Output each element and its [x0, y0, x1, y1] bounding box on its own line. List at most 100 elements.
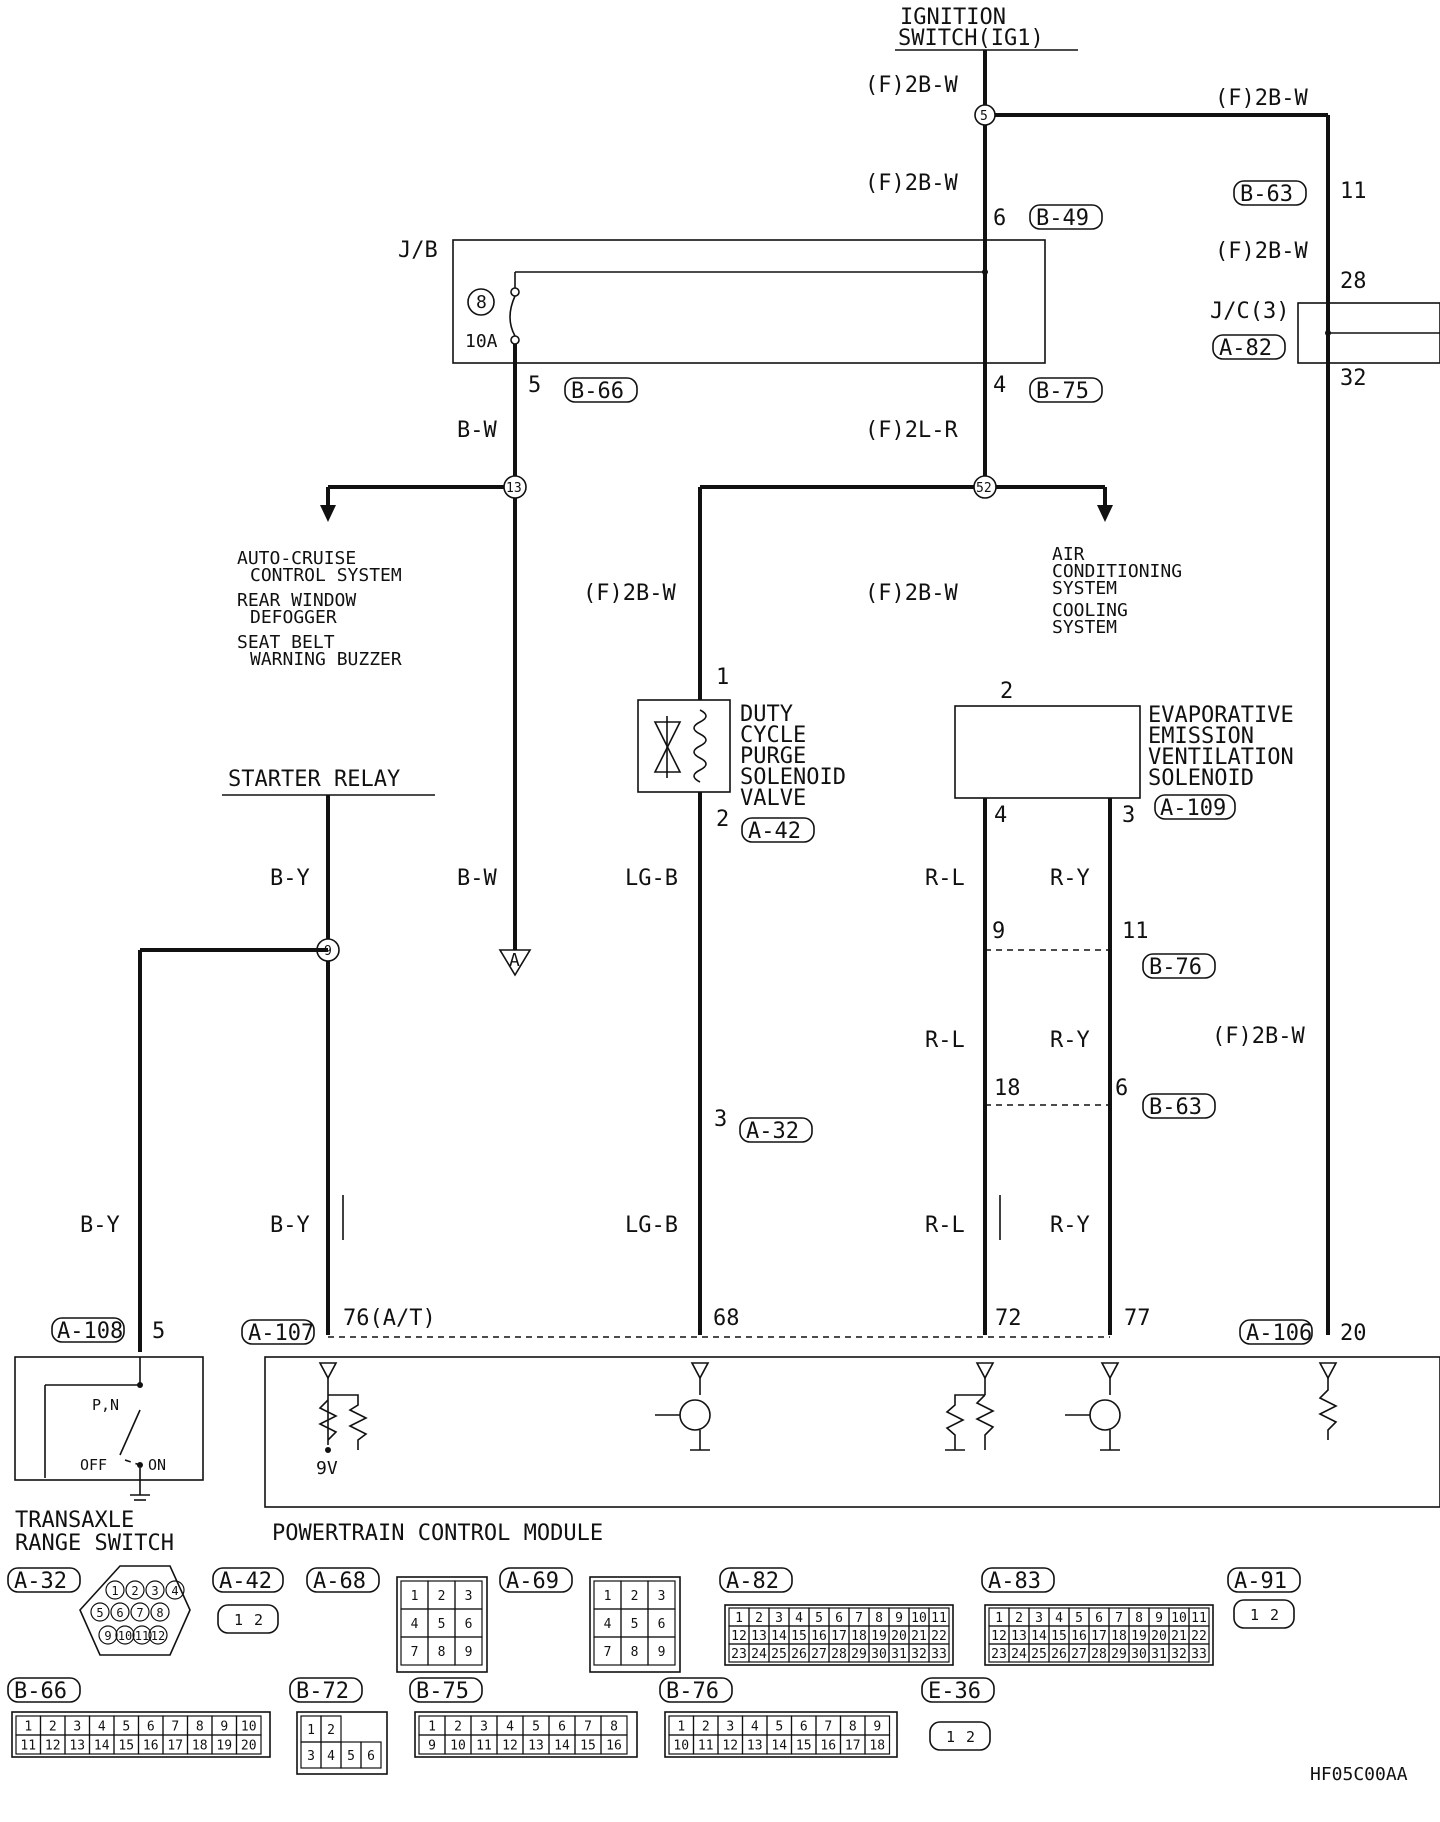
legend-a91: A-91 1 2 — [1227, 1567, 1301, 1629]
ground-a-symbol — [498, 949, 532, 977]
b72-pin: 5 — [347, 1749, 355, 1764]
b72-cell — [360, 1741, 382, 1769]
dest-auto-cruise: AUTO-CRUISE — [237, 548, 356, 569]
a83-pin: 27 — [1071, 1647, 1087, 1662]
b76-pin: 1 — [677, 1720, 685, 1735]
a32-pin-circle — [125, 1580, 145, 1600]
a83-pin: 3 — [1035, 1611, 1043, 1626]
wire-label-top: (F)2B-W — [865, 73, 958, 98]
a82-pin: 25 — [771, 1647, 787, 1662]
pin-4-b75: 4 — [993, 373, 1006, 398]
b75-pin: 13 — [528, 1739, 544, 1754]
ground-a-label: A — [509, 950, 520, 971]
pin-76-at: 76(A/T) — [343, 1306, 436, 1331]
wire-label-purge-feed: (F)2B-W — [583, 581, 676, 606]
tr-switch-dash — [124, 1459, 141, 1466]
ignition-switch-label-2: SWITCH(IG1) — [898, 26, 1044, 51]
a83-pin: 32 — [1171, 1647, 1187, 1662]
jb-label: J/B — [398, 238, 438, 263]
pcm-9v-dot — [325, 1447, 331, 1453]
document-code: HF05C00AA — [1310, 1764, 1408, 1785]
svg-text:B-66: B-66 — [14, 1679, 67, 1704]
a82-pin: 12 — [731, 1629, 747, 1644]
b76-pin: 14 — [771, 1739, 787, 1754]
a82-cell — [928, 1643, 950, 1663]
a32-pin: 9 — [104, 1629, 111, 1643]
a82-pin: 18 — [851, 1629, 867, 1644]
a32-pin: 3 — [151, 1584, 158, 1598]
a69-pin: 5 — [631, 1617, 639, 1632]
connector-a108: A-108 — [51, 1317, 125, 1344]
b76-pin: 6 — [800, 1720, 808, 1735]
a68-pin: 7 — [411, 1645, 419, 1660]
pcm-resistor-76a — [318, 1399, 338, 1441]
svg-text:A-82: A-82 — [1219, 336, 1272, 361]
svg-text:52: 52 — [976, 481, 992, 496]
wire-label-lgb-2: LG-B — [625, 1213, 678, 1238]
pin-4-a109: 4 — [994, 803, 1007, 828]
a82-pin: 7 — [855, 1611, 863, 1626]
a69-pin: 6 — [658, 1617, 666, 1632]
b75-pin: 7 — [584, 1720, 592, 1735]
b66-pin: 18 — [192, 1739, 208, 1754]
a69-pin: 8 — [631, 1645, 639, 1660]
b66-cell — [235, 1734, 262, 1755]
pcm-resistor-76b — [328, 1394, 368, 1450]
a82-pin: 27 — [811, 1647, 827, 1662]
svg-text:13: 13 — [506, 481, 522, 496]
wire-label-branch: (F)2B-W — [1215, 86, 1308, 111]
b66-pin: 6 — [147, 1720, 155, 1735]
connector-b63: B-63 — [1233, 180, 1307, 207]
purge-label-1: DUTY — [740, 702, 793, 727]
b76-pin: 2 — [702, 1720, 710, 1735]
b66-pin: 5 — [122, 1720, 130, 1735]
pcm-resistor-20 — [1318, 1378, 1338, 1440]
a32-pin-circle — [130, 1602, 150, 1622]
tr-switch-on: ON — [148, 1456, 166, 1474]
b76-pin: 12 — [722, 1739, 738, 1754]
b66-pin: 2 — [49, 1720, 57, 1735]
b76-pin: 9 — [873, 1720, 881, 1735]
a83-cell — [1188, 1643, 1210, 1663]
svg-text:B-76: B-76 — [666, 1679, 719, 1704]
svg-text:B-75: B-75 — [1036, 379, 1089, 404]
purge-label-2: CYCLE — [740, 723, 806, 748]
tr-switch-label-1: TRANSAXLE — [15, 1508, 134, 1533]
wire-label-by: B-Y — [270, 866, 310, 891]
a82-pin: 15 — [791, 1629, 807, 1644]
b75-cell — [600, 1734, 628, 1755]
dest-rear-window-2: DEFOGGER — [250, 607, 337, 628]
a69-pin: 7 — [604, 1645, 612, 1660]
a82-pin: 5 — [815, 1611, 823, 1626]
a68-pin: 1 — [411, 1589, 419, 1604]
a32-pin: 12 — [151, 1629, 165, 1643]
pcm-resistor-72 — [975, 1394, 995, 1450]
junction-52: 52 — [973, 475, 997, 499]
svg-text:A-109: A-109 — [1160, 796, 1226, 821]
connector-b76: B-76 — [1142, 953, 1216, 980]
b75-pin: 15 — [580, 1739, 596, 1754]
a82-pin: 8 — [875, 1611, 883, 1626]
b76-pin: 16 — [820, 1739, 836, 1754]
pcm-input-77 — [1100, 1362, 1120, 1380]
a69-cell — [647, 1636, 676, 1666]
a83-pin: 6 — [1095, 1611, 1103, 1626]
b75-pin: 5 — [532, 1720, 540, 1735]
wire-label-b49: (F)2B-W — [865, 171, 958, 196]
a32-pin-circle — [132, 1625, 152, 1645]
b66-pin: 17 — [167, 1739, 183, 1754]
a68-pin: 6 — [465, 1617, 473, 1632]
b76-pin: 10 — [673, 1739, 689, 1754]
valve-symbol — [653, 721, 682, 773]
a82-pin: 1 — [735, 1611, 743, 1626]
a82-pin: 4 — [795, 1611, 803, 1626]
a32-pin-circle — [105, 1580, 125, 1600]
wire-label-ry-2: R-Y — [1050, 1028, 1090, 1053]
pin-3-a32: 3 — [714, 1107, 727, 1132]
pcm-box — [264, 1356, 1440, 1508]
a82-pin: 29 — [851, 1647, 867, 1662]
fuse-element — [509, 295, 516, 337]
